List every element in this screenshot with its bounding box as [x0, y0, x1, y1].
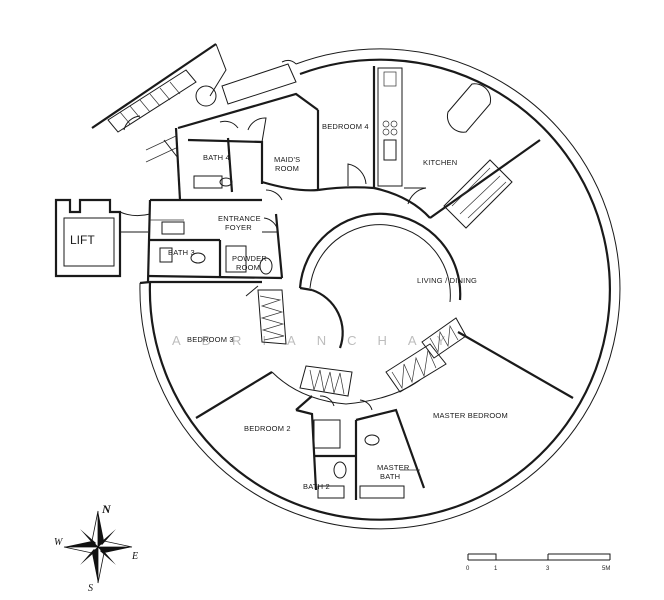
powder-room-label-1: POWDER: [232, 254, 267, 263]
scale-tick-3: 3: [546, 566, 550, 572]
bedroom2-label: BEDROOM 2: [244, 424, 291, 433]
wardrobes: [257, 289, 467, 397]
bath3-label: BATH 3: [168, 248, 195, 257]
compass-w: W: [54, 537, 64, 548]
outer-walls: [139, 48, 621, 530]
scale-tick-5m: 5M: [602, 566, 610, 572]
kitchen-fixtures: [377, 67, 513, 229]
compass-s: S: [88, 583, 93, 594]
scale-bar: 0 1 3 5M: [466, 553, 611, 572]
watermark-text: ADRIANCHAY: [172, 333, 466, 348]
scale-tick-0: 0: [466, 566, 470, 572]
master-bath-label-1: MASTER: [377, 463, 410, 472]
central-core: [271, 212, 462, 405]
south-wing: [295, 408, 426, 500]
compass-n: N: [101, 502, 112, 516]
compass-e: E: [131, 551, 138, 562]
north-wing: [91, 43, 319, 201]
living-dining-label: LIVING / DINING: [417, 276, 477, 285]
compass-rose: N S E W: [54, 502, 138, 594]
kitchen-label: KITCHEN: [423, 158, 457, 167]
bedroom3-label: BEDROOM 3: [187, 335, 234, 344]
maids-room-label-1: MAID'S: [274, 155, 300, 164]
entrance-zone: [146, 198, 284, 283]
entrance-foyer-label-2: FOYER: [225, 223, 252, 232]
scale-tick-1: 1: [494, 566, 498, 572]
master-bedroom-label: MASTER BEDROOM: [433, 411, 508, 420]
powder-room-label-2: ROOM: [236, 263, 260, 272]
bath4-label: BATH 4: [203, 153, 230, 162]
lift-block: [54, 198, 151, 278]
bedroom4-label: BEDROOM 4: [322, 122, 369, 131]
door-swings: [123, 115, 427, 411]
entrance-foyer-label-1: ENTRANCE: [218, 214, 261, 223]
lift-label: LIFT: [70, 233, 95, 247]
master-bath-label-2: BATH: [380, 472, 400, 481]
maids-room-label-2: ROOM: [275, 164, 299, 173]
radial-walls: [150, 66, 574, 419]
bath2-label: BATH 2: [303, 482, 330, 491]
